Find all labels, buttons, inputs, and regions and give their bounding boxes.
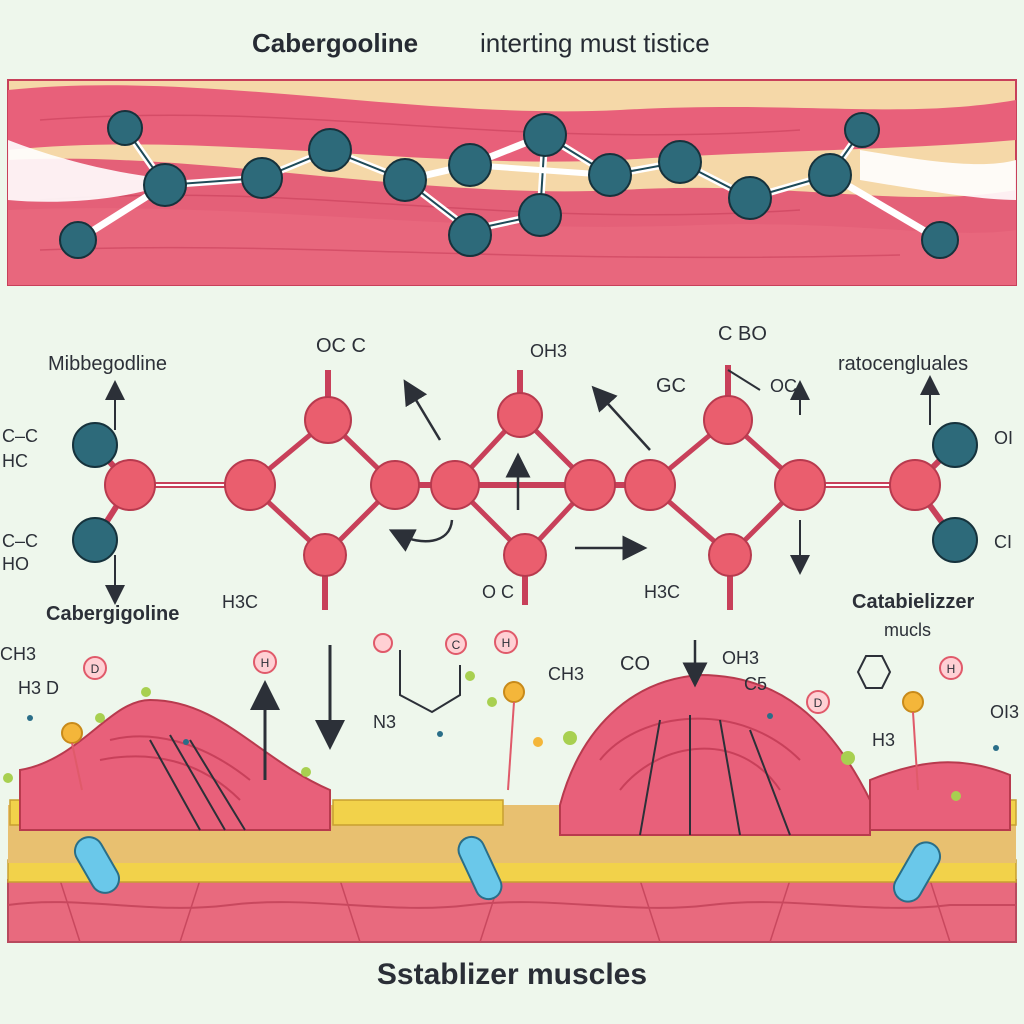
title-cabergoline: Cabergooline <box>252 28 419 58</box>
label-mibbegodline: Mibbegodline <box>48 353 167 375</box>
tissue-layers-bottom <box>7 673 1017 943</box>
group-oc: OC <box>770 376 797 396</box>
bubble-d-right: D <box>814 696 823 710</box>
bubble-d-left: D <box>91 662 100 676</box>
group-co: CO <box>620 653 650 675</box>
group-h3-right: H3 <box>872 730 895 750</box>
group-n3: N3 <box>373 712 396 732</box>
label-ratocengluales: ratocengluales <box>838 353 968 375</box>
group-oi3: OI3 <box>990 702 1019 722</box>
group-h3c-right: H3C <box>644 582 680 602</box>
group-o-c: O C <box>482 582 514 602</box>
bubble-c: C <box>452 638 461 652</box>
group-h3c-left: H3C <box>222 592 258 612</box>
label-catabielizzer: Catabielizzer <box>852 591 974 613</box>
bubble-h-right: H <box>947 662 956 676</box>
group-ho: HO <box>2 554 29 574</box>
group-ch3-center: CH3 <box>548 664 584 684</box>
label-cabergigoline: Cabergigoline <box>46 603 179 625</box>
molecule-chain-top <box>59 110 959 259</box>
marker-bubbles: D C H D H H <box>3 630 999 801</box>
footer-title: Sstablizer muscles <box>376 958 648 991</box>
bubble-h-left: H <box>261 656 270 670</box>
molecule-chain-middle <box>72 365 978 610</box>
group-oh3-bottom: OH3 <box>722 648 759 668</box>
bubble-h-center: H <box>502 636 511 650</box>
title-row: Cabergooline interting must tistice <box>0 20 1024 64</box>
group-c-bo: C BO <box>718 323 767 345</box>
group-ci: CI <box>994 532 1012 552</box>
title-subtitle: interting must tistice <box>480 28 710 58</box>
group-c5: C5 <box>744 674 767 694</box>
group-ch3-left: CH3 <box>0 644 36 664</box>
group-oh3: OH3 <box>530 341 567 361</box>
group-oc-c: OC C <box>316 335 366 357</box>
group-h3-d: H3 D <box>18 678 59 698</box>
group-gc: GC <box>656 375 686 397</box>
arrows-bottom <box>250 640 892 780</box>
label-mucls: mucls <box>884 620 931 640</box>
group-cc-bottom: C–C <box>2 531 38 551</box>
group-cc-top: C–C <box>2 426 38 446</box>
group-oi: OI <box>994 428 1013 448</box>
group-hc: HC <box>2 451 28 471</box>
